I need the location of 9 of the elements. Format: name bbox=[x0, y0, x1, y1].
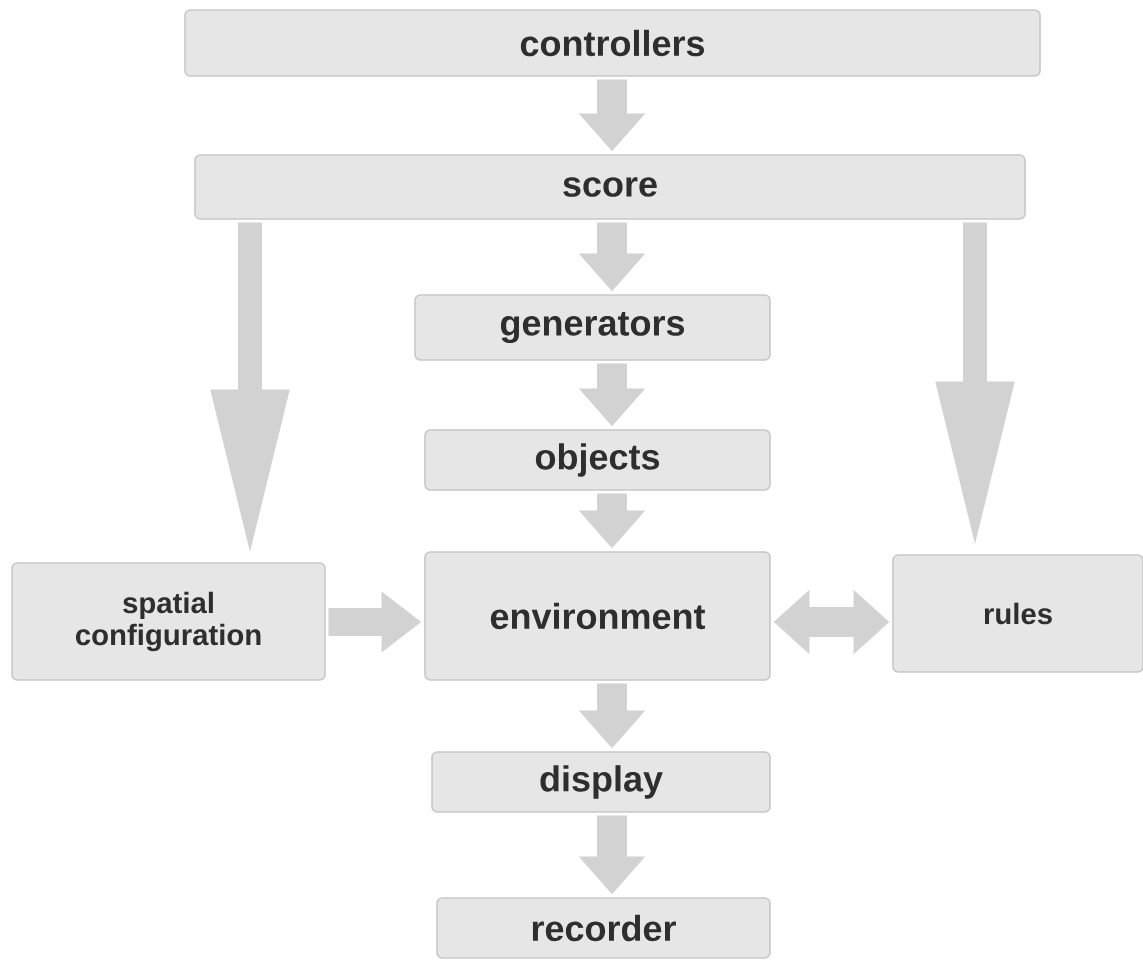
process-box: display bbox=[431, 751, 771, 813]
process-box: spatial configuration bbox=[11, 562, 326, 681]
process-box: rules bbox=[892, 554, 1143, 673]
process-box: controllers bbox=[184, 9, 1041, 77]
process-box: score bbox=[194, 154, 1026, 220]
process-box: recorder bbox=[436, 897, 771, 959]
process-box: generators bbox=[414, 294, 771, 361]
process-box: environment bbox=[424, 551, 771, 681]
process-box: objects bbox=[424, 429, 771, 491]
